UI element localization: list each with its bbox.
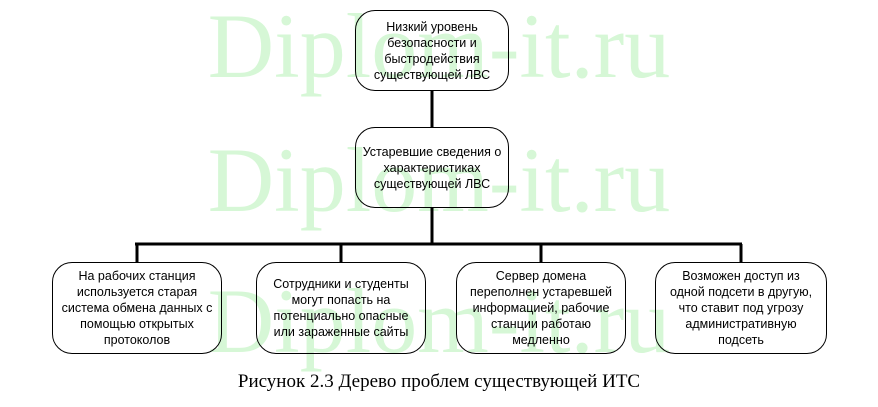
node-text-line: Сотрудники и студенты	[273, 277, 409, 291]
node-leaf-4: Возможен доступ из одной подсети в другу…	[655, 262, 827, 354]
node-root: Низкий уровень безопасности и быстродейс…	[355, 10, 509, 91]
figure-caption: Рисунок 2.3 Дерево проблем существующей …	[237, 371, 641, 392]
node-text-line: Сервер домена	[495, 269, 587, 283]
node-text-line: станции работаю	[491, 317, 591, 331]
node-text-line: существующей ЛВС	[373, 67, 491, 82]
node-text-line: подсеть	[718, 333, 764, 347]
node-text-line: переполнен устаревшей	[470, 285, 612, 299]
node-text-line: административную	[685, 317, 797, 331]
node-text-line: или зараженные сайты	[273, 325, 409, 339]
node-text-line: информацией, рабочие	[472, 301, 610, 315]
node-text-line: протоколов	[103, 333, 171, 347]
node-leaf-3: Сервер домена переполнен устаревшей инфо…	[456, 262, 626, 354]
node-text-line: Устаревшие сведения о	[362, 144, 502, 159]
node-text-line: потенциально опасные	[273, 309, 409, 323]
node-text-line: помощью открытых	[80, 317, 194, 331]
node-text-line: одной подсети в другую,	[669, 285, 813, 299]
node-text-line: медленно	[512, 333, 570, 347]
node-text-line: используется старая	[76, 285, 198, 299]
node-text-line: что ставит под угрозу	[678, 301, 804, 315]
node-text-line: характеристиках	[383, 160, 481, 175]
node-leaf-2: Сотрудники и студенты могут попасть на п…	[256, 262, 426, 354]
node-middle: Устаревшие сведения о характеристиках су…	[355, 127, 509, 208]
node-text-line: существующей ЛВС	[373, 176, 491, 191]
node-text-line: Возможен доступ из	[682, 269, 800, 283]
node-text-line: быстродействия	[384, 51, 480, 66]
node-text-line: безопасности и	[387, 35, 477, 50]
node-text-line: Низкий уровень	[386, 19, 478, 34]
node-text-line: На рабочих станция	[78, 269, 196, 283]
node-text-line: система обмена данных с	[61, 301, 213, 315]
node-leaf-1: На рабочих станция используется старая с…	[52, 262, 222, 354]
node-text-line: могут попасть на	[291, 293, 391, 307]
